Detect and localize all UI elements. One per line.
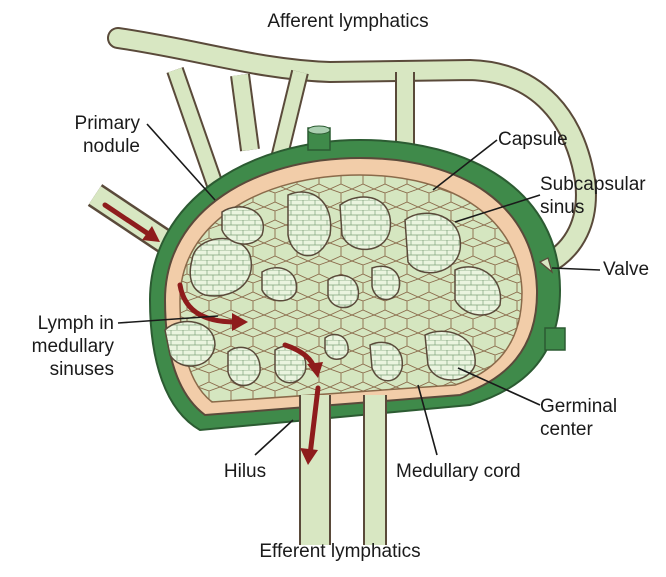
arrowhead xyxy=(232,313,248,331)
label-lymph-medullary-line1: Lymph in xyxy=(37,313,114,334)
label-lymph-medullary-line2: medullary xyxy=(31,336,114,357)
label-subcapsular-sinus-line1: Subcapsular xyxy=(540,174,646,195)
label-primary-nodule-line2: nodule xyxy=(82,136,140,157)
nodule xyxy=(227,346,261,387)
label-germinal-center: Germinal center xyxy=(540,395,660,441)
leader-capsule xyxy=(432,139,498,191)
label-hilus: Hilus xyxy=(223,461,267,482)
label-primary-nodule-line1: Primary xyxy=(74,113,140,134)
flow-arrow xyxy=(102,202,153,238)
label-germinal-center-line1: Germinal xyxy=(540,396,618,417)
afferent-lymphatic-vessels xyxy=(87,27,597,276)
label-subcapsular-sinus: Subcapsular sinus xyxy=(540,173,660,219)
leader-lymph-medullary xyxy=(117,315,219,324)
leader-subcapsular-sinus xyxy=(454,194,541,223)
arrowhead xyxy=(307,362,323,378)
nodule xyxy=(327,274,360,309)
arrowhead xyxy=(300,448,318,465)
label-efferent-lymphatics: Efferent lymphatics xyxy=(259,541,421,562)
capsule-vessel-top-opening xyxy=(307,125,331,135)
label-afferent-lymphatics: Afferent lymphatics xyxy=(267,11,429,32)
leader-hilus xyxy=(254,419,294,456)
nodule xyxy=(371,265,401,301)
flow-arrow xyxy=(177,282,238,325)
nodule xyxy=(287,191,332,257)
nodule xyxy=(189,238,253,297)
flow-arrow xyxy=(307,385,321,458)
label-valve: Valve xyxy=(603,259,650,280)
nodule xyxy=(261,267,298,302)
nodule xyxy=(324,333,349,360)
nodule xyxy=(424,330,476,381)
leader-germinal-center xyxy=(457,367,541,406)
nodule xyxy=(339,196,392,251)
leader-lines xyxy=(117,123,601,456)
lymph-flow-arrowheads xyxy=(142,226,323,465)
nodule xyxy=(221,206,265,245)
nodule xyxy=(454,266,502,316)
label-subcapsular-sinus-line2: sinus xyxy=(540,197,585,218)
capsule-vessel-right xyxy=(544,327,566,351)
nodule xyxy=(164,320,216,367)
label-primary-nodule: Primary nodule xyxy=(40,112,140,158)
nodule xyxy=(404,212,462,274)
lymphoid-nodules xyxy=(164,191,502,387)
label-lymph-medullary-sinuses: Lymph in medullary sinuses xyxy=(10,312,114,381)
leader-primary-nodule xyxy=(146,123,216,201)
nodule xyxy=(369,341,403,382)
valve xyxy=(538,257,554,274)
leader-valve xyxy=(551,267,601,271)
label-capsule: Capsule xyxy=(498,129,568,150)
label-medullary-cord: Medullary cord xyxy=(396,461,521,482)
label-germinal-center-line2: center xyxy=(540,419,593,440)
arrowhead xyxy=(142,226,160,242)
label-lymph-medullary-line3: sinuses xyxy=(49,359,114,380)
leader-medullary-cord xyxy=(417,384,438,456)
